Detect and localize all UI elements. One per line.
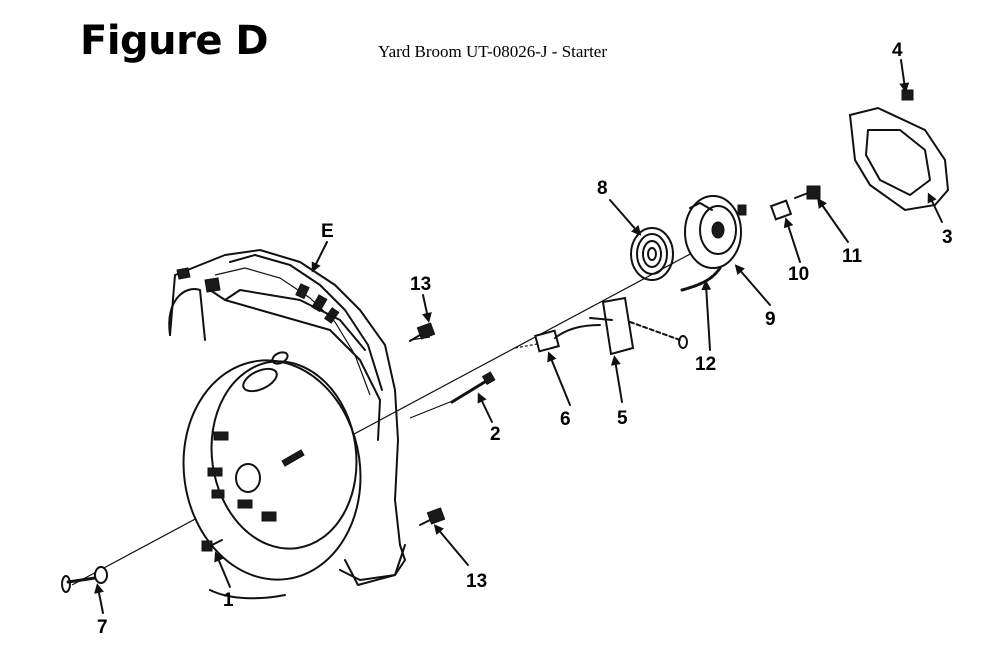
starter-rope-12 xyxy=(680,266,722,292)
recoil-spring-8 xyxy=(630,227,674,281)
starter-handle-5 xyxy=(589,296,688,356)
nut-10 xyxy=(769,199,793,221)
screw-4 xyxy=(901,89,914,101)
pulley-9 xyxy=(684,195,747,269)
callout-11: 11 xyxy=(842,246,863,267)
callout-7: 7 xyxy=(97,617,108,638)
assembly-axis-line xyxy=(71,229,736,586)
grip-insert-6 xyxy=(514,324,601,353)
screw-1 xyxy=(201,539,223,552)
leader-arrows xyxy=(94,59,943,614)
assembly-axis-line-middle xyxy=(409,399,456,419)
callout-10: 10 xyxy=(788,264,809,285)
callout-13-lower: 13 xyxy=(466,571,487,592)
callout-4: 4 xyxy=(892,40,903,61)
callout-6: 6 xyxy=(560,409,571,430)
pin-7 xyxy=(61,566,108,593)
callout-2: 2 xyxy=(490,424,501,445)
figure-title: Figure D xyxy=(80,18,269,64)
callout-E: E xyxy=(321,221,334,242)
screw-11 xyxy=(794,185,821,200)
figure-caption: Yard Broom UT-08026-J - Starter xyxy=(378,42,608,61)
screw-lower-13 xyxy=(419,507,446,526)
blower-housing xyxy=(168,249,406,600)
callout-3: 3 xyxy=(942,227,953,248)
cover-plate-3 xyxy=(848,106,950,212)
callout-8: 8 xyxy=(597,178,608,199)
callout-12: 12 xyxy=(695,354,716,375)
callout-1: 1 xyxy=(223,590,234,611)
callout-9: 9 xyxy=(765,309,776,330)
callout-5: 5 xyxy=(617,408,628,429)
screw-upper-13 xyxy=(409,322,436,342)
callout-13-upper: 13 xyxy=(410,274,431,295)
bolt-2 xyxy=(450,371,496,404)
